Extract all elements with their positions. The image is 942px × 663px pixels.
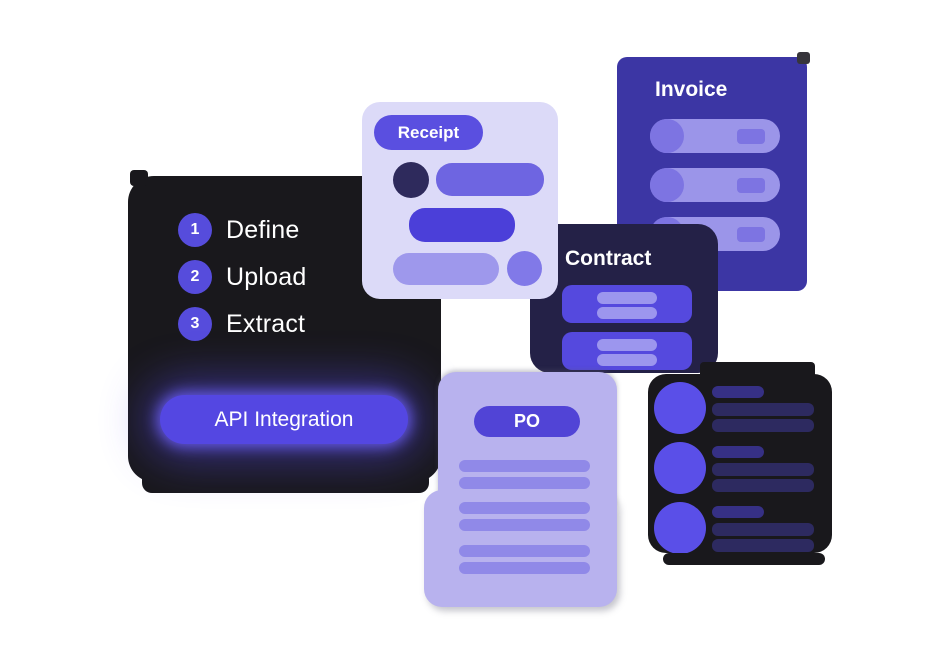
step-label: Extract xyxy=(226,309,306,338)
record-title-bar xyxy=(712,506,764,518)
field-line xyxy=(597,292,657,304)
invoice-title: Invoice xyxy=(655,78,728,101)
step-label: Upload xyxy=(226,262,307,291)
record-title-bar xyxy=(712,386,764,398)
field-chip xyxy=(737,178,765,193)
po-text-line xyxy=(459,562,590,574)
step-number-badge: 3 xyxy=(178,307,212,341)
message-bar xyxy=(409,208,515,242)
steps-card-corner-tab xyxy=(130,170,148,186)
record-text-bar xyxy=(712,479,814,492)
po-card: PO xyxy=(424,372,617,607)
contract-field-block xyxy=(562,332,692,370)
step-number-badge: 1 xyxy=(178,213,212,247)
contract-title: Contract xyxy=(565,247,652,270)
step-number-badge: 2 xyxy=(178,260,212,294)
po-text-line xyxy=(459,545,590,557)
record-avatar-circle xyxy=(654,502,706,553)
step-row-upload: 2 Upload xyxy=(178,260,306,294)
avatar-dot-icon xyxy=(393,162,429,198)
message-bar xyxy=(436,163,544,196)
record-avatar-circle xyxy=(654,382,706,434)
toggle-knob-icon xyxy=(650,119,684,153)
receipt-card: Receipt xyxy=(362,102,558,299)
field-line xyxy=(597,354,657,366)
api-integration-button[interactable]: API Integration xyxy=(160,395,408,444)
contract-field-block xyxy=(562,285,692,323)
invoice-field-row xyxy=(650,168,780,202)
records-card-bottom-layer xyxy=(663,553,825,565)
record-text-bar xyxy=(712,539,814,552)
field-chip xyxy=(737,129,765,144)
record-text-bar xyxy=(712,463,814,476)
field-line xyxy=(597,339,657,351)
message-bar xyxy=(393,253,499,285)
step-row-define: 1 Define xyxy=(178,213,299,247)
po-text-line xyxy=(459,502,590,514)
avatar-dot-icon xyxy=(507,251,542,286)
po-text-line xyxy=(459,460,590,472)
step-label: Define xyxy=(226,215,300,244)
po-text-line xyxy=(459,477,590,489)
record-text-bar xyxy=(712,523,814,536)
record-avatar-circle xyxy=(654,442,706,494)
steps-card-bottom-layer xyxy=(142,469,429,493)
invoice-corner-accent xyxy=(797,52,810,64)
record-text-bar xyxy=(712,403,814,416)
record-title-bar xyxy=(712,446,764,458)
record-text-bar xyxy=(712,419,814,432)
step-row-extract: 3 Extract xyxy=(178,307,305,341)
records-card-body xyxy=(648,374,832,553)
receipt-badge: Receipt xyxy=(374,115,483,150)
field-line xyxy=(597,307,657,319)
invoice-field-row xyxy=(650,119,780,153)
toggle-knob-icon xyxy=(650,168,684,202)
contract-card: Contract xyxy=(530,224,718,373)
po-badge: PO xyxy=(474,406,580,437)
field-chip xyxy=(737,227,765,242)
po-text-line xyxy=(459,519,590,531)
records-card xyxy=(648,362,832,565)
